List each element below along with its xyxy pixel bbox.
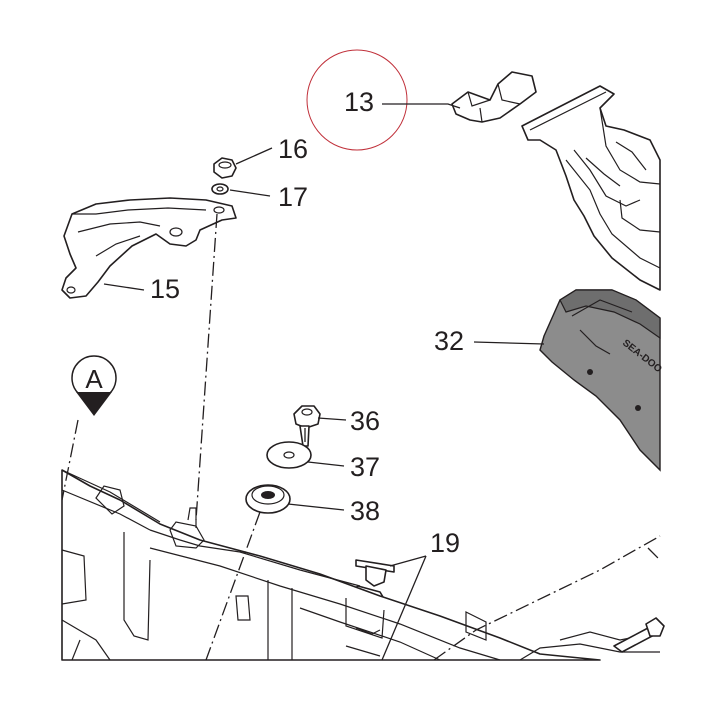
part-36-screw[interactable]	[293, 405, 321, 447]
callout-36: 36	[350, 406, 380, 436]
callout-15: 15	[150, 274, 180, 304]
part-38-grommet[interactable]	[245, 484, 291, 514]
view-marker-a: A	[71, 355, 117, 416]
leader-lines	[103, 103, 545, 661]
callout-16: 16	[278, 134, 308, 164]
callout-labels: 13 16 17 15 32 36 37 38 19	[150, 87, 464, 558]
callout-37: 37	[350, 452, 380, 482]
frame-bolt	[613, 617, 665, 653]
upper-frame-bracket	[521, 85, 661, 291]
callout-19: 19	[430, 528, 460, 558]
main-frame	[61, 469, 661, 661]
callout-38: 38	[350, 496, 380, 526]
highlight-circle	[306, 49, 408, 151]
part-17-washer[interactable]	[211, 183, 229, 195]
part-15-bracket[interactable]	[61, 197, 237, 299]
part-37-washer[interactable]	[266, 441, 312, 469]
callout-13: 13	[344, 87, 374, 117]
part-32-cover[interactable]: SEA-DOO	[539, 289, 664, 472]
part-16-nut[interactable]	[213, 157, 237, 179]
center-lines	[61, 213, 661, 661]
callout-32: 32	[434, 326, 464, 356]
view-marker-letter: A	[85, 364, 103, 394]
part-13-clip[interactable]	[451, 71, 537, 123]
callout-17: 17	[278, 182, 308, 212]
